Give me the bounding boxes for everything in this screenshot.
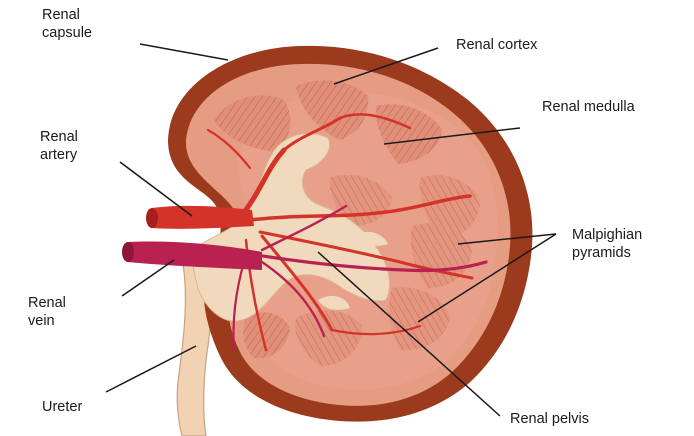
label-renal-medulla: Renal medulla	[542, 98, 635, 116]
label-renal-cortex: Renal cortex	[456, 36, 537, 54]
leader-renal-vein	[122, 260, 174, 296]
label-renal-capsule: Renal capsule	[42, 6, 92, 42]
renal-artery-trunk	[148, 206, 255, 229]
label-renal-artery: Renal artery	[40, 128, 78, 164]
label-renal-pelvis: Renal pelvis	[510, 410, 589, 428]
label-ureter: Ureter	[42, 398, 82, 416]
leader-renal-capsule	[140, 44, 228, 60]
label-malpighian-pyramids: Malpighian pyramids	[572, 226, 642, 262]
label-renal-vein: Renal vein	[28, 294, 66, 330]
